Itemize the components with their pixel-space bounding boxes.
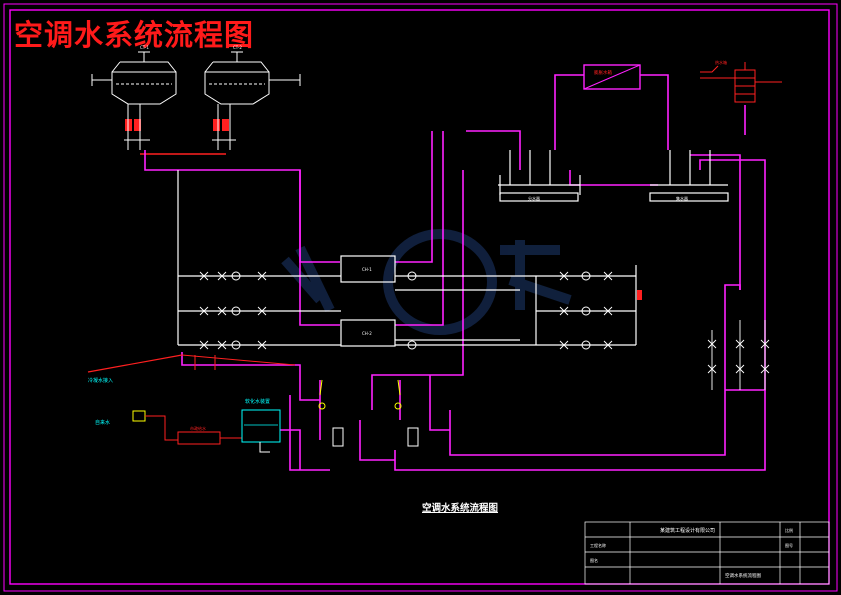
title-block-scale: 比例 <box>785 527 793 533</box>
pump-rows <box>177 170 637 346</box>
inner-frame <box>9 9 830 585</box>
chiller-tag-2: CH-2 <box>362 331 372 336</box>
tower-outlet-pipes <box>124 104 236 150</box>
cooling-tower-2 <box>204 51 301 105</box>
title-block <box>584 521 830 585</box>
tower-tag-1: CT-1 <box>140 45 149 50</box>
valve-symbols <box>199 271 613 350</box>
title-block-drawing-name: 空调水系统流程图 <box>725 572 761 579</box>
right-valve-column <box>707 320 770 390</box>
page-title: 空调水系统流程图 <box>14 18 255 52</box>
chiller-1 <box>340 255 396 283</box>
tower-tag-2: CT-2 <box>233 45 242 50</box>
municipal-water-label: 自来水 <box>95 419 110 426</box>
title-block-drawing: 图名 <box>590 557 598 563</box>
pump-symbols <box>231 271 591 350</box>
supply-header-label: 分水器 <box>528 195 540 201</box>
title-block-company: 某建筑工程设计有限公司 <box>660 527 715 534</box>
expansion-box <box>583 64 641 90</box>
softener-red-pipes <box>181 354 296 370</box>
chiller-tag-1: CH-1 <box>362 267 372 272</box>
hot-water-tank <box>700 62 782 103</box>
hot-water-label: 热水箱 <box>715 59 727 65</box>
watermark-logo <box>281 229 572 335</box>
chiller-2 <box>340 319 396 347</box>
bottom-devices <box>318 379 419 447</box>
drawing-caption: 空调水系统流程图 <box>422 503 499 514</box>
tower-valves <box>125 119 229 131</box>
cooling-tower-1 <box>91 51 177 105</box>
outer-frame <box>3 3 838 592</box>
magenta-pipes <box>144 74 766 471</box>
return-header-label: 集水器 <box>676 195 688 201</box>
softened-water-tank <box>241 409 281 453</box>
top-collectors <box>498 150 729 202</box>
red-marker <box>637 290 642 300</box>
title-block-project: 工程名称 <box>590 542 606 548</box>
tap-water-label: 市政给水 <box>190 425 206 431</box>
condensate-line <box>87 354 183 373</box>
municipal-water <box>132 410 178 441</box>
expansion-tank-label: 膨胀水箱 <box>594 69 612 76</box>
softener-label: 软化水装置 <box>245 398 270 405</box>
title-block-sheet: 图号 <box>785 542 793 548</box>
softener-unit <box>177 431 242 445</box>
condensate-label: 冷凝水接入 <box>88 377 113 384</box>
